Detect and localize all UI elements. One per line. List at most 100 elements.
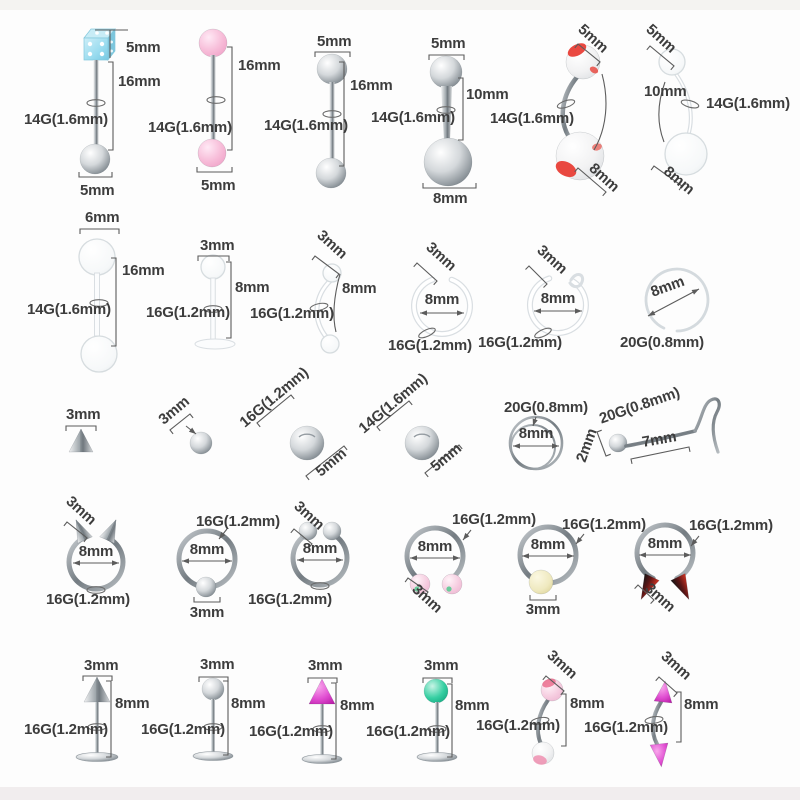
dim-label-gauge: 14G(1.6mm) — [371, 109, 455, 126]
dim-label-gauge: 14G(1.6mm) — [264, 117, 348, 134]
dim-label-length: 16mm — [122, 262, 165, 279]
dim-label-length: 8mm — [340, 697, 374, 714]
clear-labret-stud: 3mm 8mm 16G(1.2mm) — [146, 237, 270, 350]
jewelry-graphic — [416, 678, 458, 762]
dim-label-length: 8mm — [684, 696, 718, 713]
jewelry-graphic — [608, 397, 721, 454]
dim-label-top: 5mm — [126, 39, 160, 56]
dim-label-top: 3mm — [200, 237, 234, 254]
dimension-marks — [422, 54, 477, 189]
dim-label-top: 5mm — [317, 33, 351, 50]
dim-label-bottom: 8mm — [433, 190, 467, 207]
dim-label-top: 6mm — [85, 209, 119, 226]
jewelry-graphic — [423, 55, 473, 187]
dimension-marks — [413, 262, 464, 316]
dim-label-bottom: 5mm — [201, 177, 235, 194]
steel-barbell: 5mm 16mm 14G(1.6mm) — [264, 33, 393, 189]
dimension-marks — [404, 529, 472, 597]
dimension-marks — [542, 675, 567, 747]
top-edge-strip — [0, 0, 800, 10]
dim-label-bottom: 3mm — [190, 604, 224, 621]
jewelry-graphic — [517, 524, 579, 595]
jewelry-graphic — [301, 678, 343, 764]
double-hoop-ring: 20G(0.8mm)8mm — [504, 399, 588, 471]
jewelry-graphic — [411, 276, 473, 339]
dimension-marks — [525, 265, 582, 314]
dimension-marks — [196, 46, 233, 173]
dim-label-length: 16mm — [238, 57, 281, 74]
pink-ball-barbell: 16mm 14G(1.6mm) 5mm — [148, 28, 281, 194]
dim-label-gauge: 16G(1.2mm) — [24, 721, 108, 738]
dimension-marks — [311, 255, 341, 333]
dim-label-length: 8mm — [235, 279, 269, 296]
dimension-marks — [63, 521, 119, 566]
dim-label-length: 16mm — [350, 77, 393, 94]
jewelry-graphic — [289, 425, 325, 461]
dim-label-length: 10mm — [466, 86, 509, 103]
dim-label-gauge: 16G(1.2mm) — [248, 591, 332, 608]
jewelry-graphic — [194, 254, 236, 350]
dim-label-gauge: 20G(0.8mm) — [620, 334, 704, 351]
jewelry-graphic — [197, 28, 228, 168]
dimension-marks — [376, 400, 463, 478]
dim-label-top: 3mm — [66, 406, 100, 423]
dim-label-gauge: 16G(1.2mm) — [141, 721, 225, 738]
jewelry-graphic — [644, 267, 710, 333]
dim-label-gauge: 16G(1.2mm) — [478, 334, 562, 351]
jewelry-graphic — [404, 525, 466, 595]
dim-label-gauge: 16G(1.2mm) — [250, 305, 334, 322]
dim-label-top: 3mm — [84, 657, 118, 674]
jewelry-graphic — [66, 519, 126, 594]
dimension-marks — [169, 413, 197, 435]
dim-label-gauge: 16G(1.2mm) — [196, 513, 280, 530]
jewelry-graphic — [79, 27, 116, 175]
dimension-marks — [197, 255, 232, 339]
dim-label-gauge: 16G(1.2mm) — [146, 304, 230, 321]
dimension-marks — [290, 528, 343, 563]
dim-label-gauge: 16G(1.2mm) — [452, 511, 536, 528]
dimension-marks — [314, 51, 351, 167]
dim-label-gauge: 14G(1.6mm) — [148, 119, 232, 136]
dimension-marks — [513, 416, 559, 449]
dim-label-length: 8mm — [455, 697, 489, 714]
dimension-marks — [182, 528, 232, 603]
dimension-marks — [655, 676, 682, 743]
dim-label-gauge: 16G(1.2mm) — [366, 723, 450, 740]
dim-label-diameter: 8mm — [541, 290, 575, 307]
dim-label-top: 5mm — [431, 35, 465, 52]
dim-label-bottom: 3mm — [526, 601, 560, 618]
dim-label-length: 8mm — [342, 280, 376, 297]
dim-label-diameter: 8mm — [519, 425, 553, 442]
dimension-marks — [422, 677, 453, 758]
dim-label-gauge: 16G(1.2mm) — [46, 591, 130, 608]
dimension-marks — [646, 45, 683, 191]
dimension-marks — [78, 29, 128, 178]
dim-label-length: 8mm — [231, 695, 265, 712]
jewelry-graphic — [634, 522, 696, 601]
jewelry-graphic — [189, 431, 213, 455]
jewelry-graphic — [176, 528, 238, 598]
dim-label-gauge: 16G(1.2mm) — [562, 516, 646, 533]
dim-label-gauge: 14G(1.6mm) — [706, 95, 790, 112]
dimension-marks — [198, 676, 229, 756]
dimension-marks — [634, 535, 700, 604]
dim-label-length: 7mm — [641, 428, 678, 451]
dim-label-gauge: 16G(1.2mm) — [476, 717, 560, 734]
jewelry-graphic — [192, 677, 234, 761]
dimension-marks — [647, 288, 700, 317]
dimension-marks — [522, 533, 585, 601]
dim-label-diameter: 8mm — [648, 535, 682, 552]
jewelry-graphic — [658, 48, 708, 176]
dim-label-gauge: 16G(1.2mm) — [388, 337, 472, 354]
jewelry-graphic — [68, 428, 94, 453]
dim-label-top: 3mm — [308, 657, 342, 674]
